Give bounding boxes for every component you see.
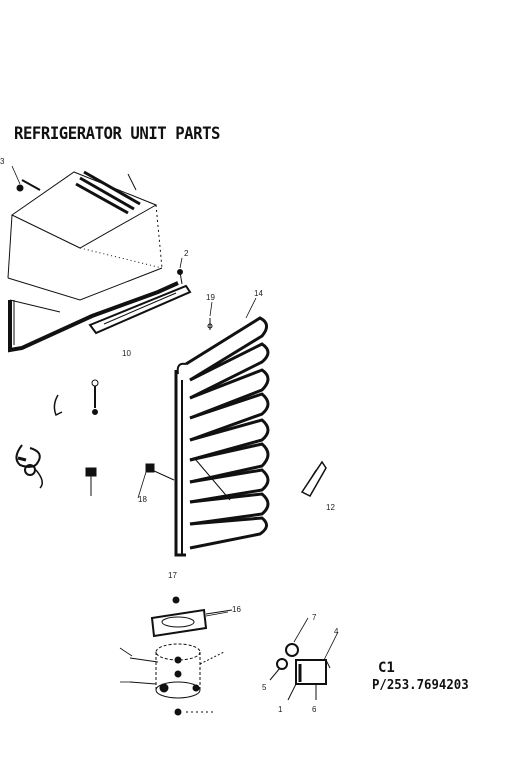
diagram-code: C1: [378, 660, 395, 676]
callout-16: 16: [232, 605, 241, 614]
part-number: P/253.7694203: [372, 678, 469, 693]
callout-17: 17: [168, 571, 177, 580]
evaporator-coil: [174, 316, 270, 557]
mounting-tray: [150, 596, 233, 638]
diagram-title: REFRIGERATOR UNIT PARTS: [14, 124, 220, 144]
relay-overload: [269, 643, 331, 701]
callout-1: 1: [278, 705, 283, 714]
callout-6: 6: [312, 705, 317, 714]
leader-lines: [11, 165, 339, 683]
cover-panel: [7, 170, 163, 301]
callout-10: 10: [122, 349, 131, 358]
compressor: [129, 643, 225, 716]
frame-tray: [8, 281, 179, 353]
callout-7: 7: [312, 613, 317, 622]
callout-4: 4: [334, 627, 339, 636]
callout-19: 19: [206, 293, 215, 302]
callout-5: 5: [262, 683, 267, 692]
clamp-part: [300, 460, 327, 497]
callout-2: 2: [184, 249, 189, 258]
bushing-part: [85, 463, 175, 496]
callout-3: 3: [0, 157, 5, 166]
rail-strip: [88, 269, 192, 335]
callout-18: 18: [138, 495, 147, 504]
callout-14: 14: [254, 289, 263, 298]
clip-part: [53, 379, 99, 417]
wire-harness: [15, 444, 43, 489]
screw-part: [16, 179, 213, 330]
callout-12: 12: [326, 503, 335, 512]
